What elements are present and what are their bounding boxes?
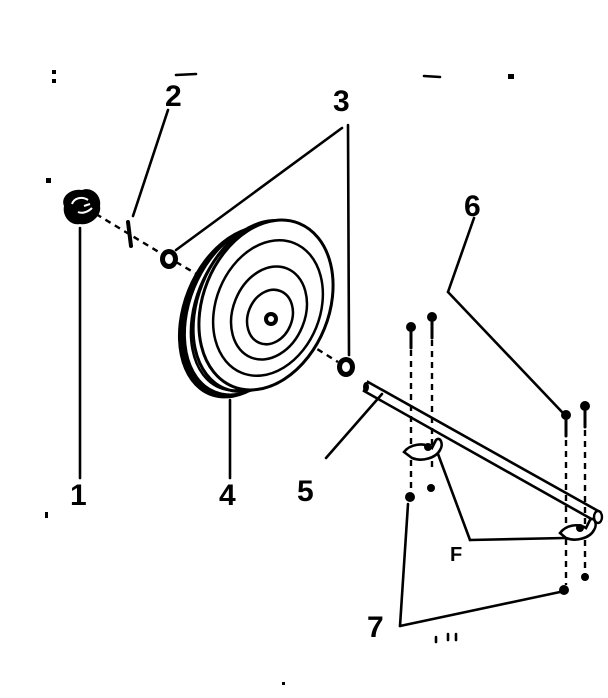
washer-right-part xyxy=(337,357,355,377)
leader-5 xyxy=(324,392,384,460)
nut-left-part xyxy=(405,492,415,502)
flange-clip-left-part xyxy=(402,437,443,492)
washer-left-part xyxy=(160,249,178,269)
callout-f: F xyxy=(450,544,462,566)
callout-1: 1 xyxy=(70,479,87,512)
callout-6: 6 xyxy=(464,190,481,223)
hub-cap-part xyxy=(63,189,101,225)
nut-right-part xyxy=(559,585,569,595)
bolt-right-rear-part xyxy=(580,401,590,580)
flange-clip-right-part xyxy=(558,517,597,581)
callout-3: 3 xyxy=(333,85,350,118)
callout-2: 2 xyxy=(165,80,182,113)
callout-5: 5 xyxy=(297,475,314,508)
leader-6 xyxy=(446,216,564,414)
pin-part xyxy=(126,220,133,248)
bolt-right-part xyxy=(561,410,571,585)
callout-4: 4 xyxy=(219,479,236,512)
print-specks xyxy=(45,70,514,685)
leader-7 xyxy=(398,502,562,628)
leader-3 xyxy=(174,123,351,357)
bolt-left-rear-part xyxy=(406,322,416,490)
callout-7: 7 xyxy=(367,611,384,644)
leader-2 xyxy=(131,108,170,218)
leader-f xyxy=(436,452,567,542)
wheel-part xyxy=(177,218,335,399)
bolt-left-part xyxy=(427,312,437,470)
